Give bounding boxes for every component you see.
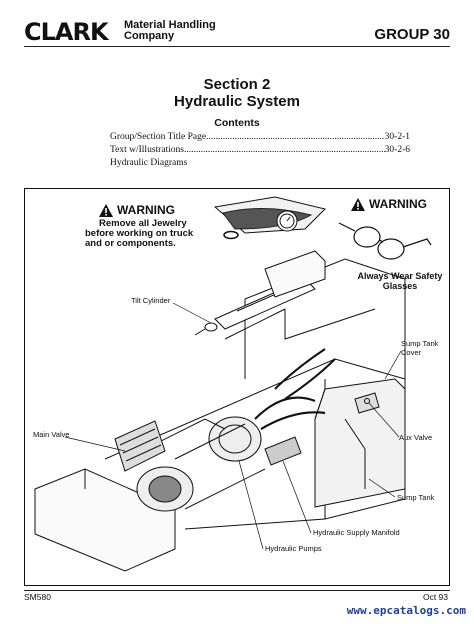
warning-label: WARNING bbox=[117, 203, 175, 217]
header-rule bbox=[24, 46, 450, 47]
toc-entry[interactable]: Group/Section Title Page 30-2-1 bbox=[110, 132, 410, 145]
clark-logo: CLARK bbox=[24, 18, 109, 46]
group-label: GROUP 30 bbox=[374, 26, 450, 43]
footer-rule bbox=[24, 590, 450, 591]
callout-line: Sump Tank bbox=[401, 339, 439, 348]
callout-hydraulic-supply-manifold: Hydraulic Supply Manifold bbox=[313, 528, 400, 537]
warning-jewelry-text: Remove all Jewelry before working on tru… bbox=[85, 219, 193, 249]
callout-sump-tank-cover: Sump Tank Cover bbox=[401, 339, 438, 357]
warning-jewelry-heading: WARNING bbox=[99, 203, 175, 217]
warning-glasses-heading: WARNING bbox=[351, 197, 427, 211]
footer-doc-code: SM580 bbox=[24, 592, 51, 602]
callout-tilt-cylinder: Tilt Cylinder bbox=[131, 296, 171, 305]
table-of-contents: Group/Section Title Page 30-2-1 Text w/I… bbox=[110, 132, 410, 171]
toc-entry[interactable]: Text w/Illustrations 30-2-6 bbox=[110, 145, 410, 158]
truck-frame bbox=[34, 250, 406, 572]
toc-entry-page: 30-2-6 bbox=[384, 145, 410, 155]
toc-entry-label: Hydraulic Diagrams bbox=[110, 158, 188, 168]
warning-glasses-text: Always Wear Safety Glasses bbox=[345, 271, 455, 291]
toc-entry[interactable]: Hydraulic Diagrams bbox=[110, 158, 410, 171]
callout-main-valve: Main Valve bbox=[33, 430, 70, 439]
company-name: Material Handling Company bbox=[124, 20, 216, 42]
safety-glasses-icon bbox=[338, 222, 432, 260]
warning-triangle-icon bbox=[351, 197, 365, 211]
callout-aux-valve: Aux Valve bbox=[399, 433, 433, 442]
warning-line: before working on truck bbox=[85, 228, 194, 239]
watermark-url: www.epcatalogs.com bbox=[346, 604, 466, 617]
warning-label: WARNING bbox=[369, 197, 427, 211]
toc-entry-page: 30-2-1 bbox=[384, 132, 410, 142]
callout-hydraulic-pumps: Hydraulic Pumps bbox=[265, 544, 322, 553]
hydraulic-system-illustration bbox=[34, 196, 432, 572]
callout-sump-tank: Sump Tank bbox=[397, 493, 435, 502]
warning-line: Glasses bbox=[382, 281, 418, 291]
section-subject: Hydraulic System bbox=[174, 93, 300, 110]
toc-leader-dots bbox=[184, 145, 385, 155]
toc-leader-dots bbox=[206, 132, 385, 142]
warning-triangle-icon bbox=[99, 203, 113, 217]
toc-entry-label: Text w/Illustrations bbox=[110, 145, 185, 155]
toc-entry-label: Group/Section Title Page bbox=[110, 132, 207, 142]
section-number: Section 2 bbox=[203, 76, 271, 93]
footer-date: Oct 93 bbox=[422, 592, 448, 602]
callout-line: Cover bbox=[401, 348, 422, 357]
contents-heading: Contents bbox=[214, 117, 260, 129]
callout-leaders bbox=[64, 302, 402, 550]
warning-line: and or components. bbox=[85, 238, 176, 249]
company-line-2: Company bbox=[124, 30, 175, 42]
section-title: Section 2 Hydraulic System bbox=[0, 76, 474, 110]
company-line-1: Material Handling bbox=[124, 19, 216, 31]
hydraulic-illustration-frame: WARNING Remove all Jewelry before workin… bbox=[24, 188, 450, 586]
warning-line: Always Wear Safety bbox=[357, 271, 443, 281]
jewelry-watch-ring-icon bbox=[213, 196, 326, 240]
warning-line: Remove all Jewelry bbox=[99, 218, 187, 229]
